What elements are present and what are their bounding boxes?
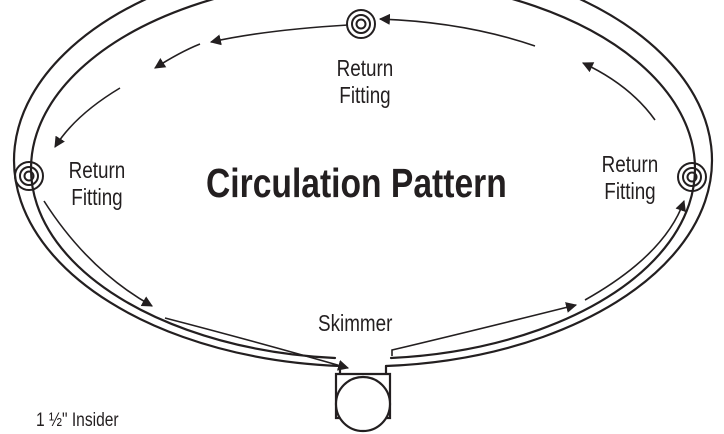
flow-arrow-top-right [378, 13, 536, 47]
return-fitting-right-line2: Fitting [604, 178, 656, 204]
return-fitting-top-line1: Return [336, 55, 394, 81]
flow-arrow-right-upper [582, 62, 656, 121]
return-fitting-right-icon [677, 162, 707, 192]
return-fitting-left-label: Return Fitting [60, 157, 134, 211]
pool-outer-wall [12, 0, 714, 368]
return-fitting-right-label: Return Fitting [593, 151, 667, 205]
flow-arrow-left-upper [54, 87, 121, 148]
pool-inner-wall [29, 0, 697, 360]
return-fitting-left-line1: Return [68, 157, 126, 183]
return-fitting-top-label: Return Fitting [328, 55, 402, 109]
return-fitting-left-line2: Fitting [71, 184, 123, 210]
flow-arrow-bottom-left [164, 317, 350, 371]
skimmer-label: Skimmer [318, 310, 393, 336]
flow-arrow-left-lower [43, 200, 153, 307]
flow-arrow-right-lower [584, 199, 686, 301]
return-fitting-top-icon [346, 9, 376, 39]
flow-arrow-bottom-right [391, 302, 578, 356]
return-fitting-right-line1: Return [601, 151, 659, 177]
skimmer [334, 372, 392, 433]
flow-arrow-top-left-2 [154, 43, 201, 69]
return-fitting-left-icon [14, 161, 44, 191]
skimmer-model-label: 1 ½" Insider [36, 410, 119, 431]
flow-arrow-top-left-1 [209, 24, 349, 46]
diagram-title: Circulation Pattern [206, 160, 507, 206]
return-fitting-top-line2: Fitting [339, 82, 391, 108]
